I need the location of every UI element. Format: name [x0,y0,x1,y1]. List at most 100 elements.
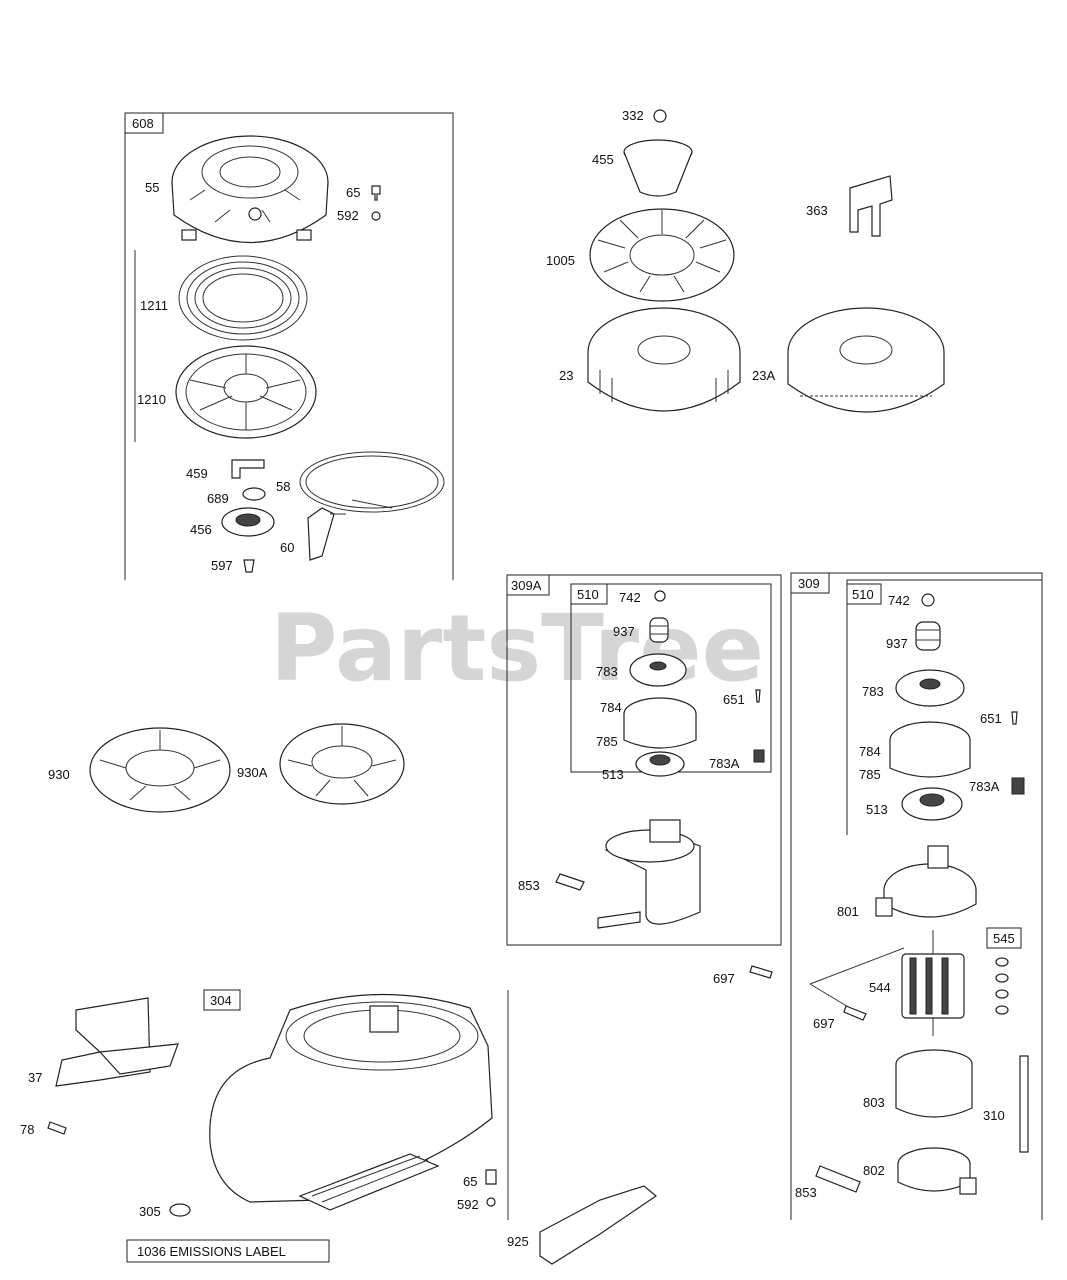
terminal-853-part[interactable] [555,873,585,891]
starter-motor-309A-part[interactable] [597,819,701,929]
group-608: 608 55 65 592 1211 [124,112,454,580]
drive-513-b-part[interactable] [901,787,963,821]
flywheel-23-part[interactable] [587,307,741,412]
callout-783: 783 [596,664,618,679]
callout-459: 459 [186,466,208,481]
callout-332: 332 [622,108,644,123]
callout-802: 802 [863,1163,885,1178]
nut-742-b-part[interactable] [921,593,935,607]
washer-592-b-part[interactable] [486,1197,496,1207]
baffle-37-part[interactable] [55,997,179,1087]
callout-651: 651 [723,692,745,707]
callout-785-b: 785 [859,767,881,782]
callout-60: 60 [280,540,294,555]
callout-455: 455 [592,152,614,167]
blower-housing-part[interactable] [209,993,493,1211]
callout-513-b: 513 [866,802,888,817]
housing-803-part[interactable] [895,1049,973,1118]
callout-513: 513 [602,767,624,782]
group-tag-510-a-label: 510 [577,587,599,602]
clip-783A-part[interactable] [753,749,765,763]
group-tag-608 [124,112,164,134]
callout-853: 853 [518,878,540,893]
bracket-363-part[interactable] [849,175,893,237]
pin-651-part[interactable] [755,689,761,703]
cap-784-part[interactable] [623,697,697,749]
guard-925-part[interactable] [539,1185,657,1265]
callout-23: 23 [559,368,573,383]
rewind-spring-part[interactable] [178,255,308,341]
callout-937-b: 937 [886,636,908,651]
rope-58-part[interactable] [299,451,445,513]
retainer-456-part[interactable] [221,507,275,537]
callout-783-b: 783 [862,684,884,699]
emissions-label-box [126,1239,330,1263]
bolt-65-b-part[interactable] [485,1169,497,1185]
cap-784-b-part[interactable] [889,721,971,778]
screen-930A-part[interactable] [279,723,405,805]
callout-937: 937 [613,624,635,639]
emissions-label-text: 1036 EMISSIONS LABEL [137,1244,286,1259]
starter-housing-part[interactable] [171,135,329,244]
callout-783A: 783A [709,756,740,771]
group-tag-309A-label: 309A [511,578,542,593]
callout-651-b: 651 [980,711,1002,726]
callout-544: 544 [869,980,891,995]
brush-kit-545-part[interactable] [995,957,1009,1015]
screw-597-part[interactable] [243,559,255,573]
callout-592: 592 [337,208,359,223]
through-bolt-310-part[interactable] [1019,1055,1029,1153]
group-309A: 309A 510 742 937 783 651 784 785 783A 51… [506,574,782,946]
callout-37: 37 [28,1070,42,1085]
screw-78-part[interactable] [47,1121,67,1135]
nut-332-part[interactable] [653,109,667,123]
watermark: PartsTree [270,595,764,702]
callout-853-b: 853 [795,1185,817,1200]
group-tag-510-b [846,583,882,605]
drive-513-part[interactable] [635,751,685,777]
group-tag-304-label: 304 [210,993,232,1008]
washer-689-part[interactable] [242,487,266,501]
bolt-697-a-part[interactable] [749,965,773,979]
callout-65-b: 65 [463,1174,477,1189]
spring-937-b-part[interactable] [915,621,941,651]
callout-592-b: 592 [457,1197,479,1212]
gear-783-b-part[interactable] [895,669,965,707]
screen-area: 930 930A [48,723,405,813]
group-309: 309 510 742 937 783 651 784 785 783A 513… [713,572,1043,1220]
callout-55: 55 [145,180,159,195]
armature-544-part[interactable] [901,930,965,1036]
starter-pulley-part[interactable] [175,345,317,439]
spring-937-part[interactable] [649,617,669,643]
group-tag-510-a [570,583,608,605]
callout-1211: 1211 [140,298,168,313]
washer-592-part[interactable] [371,211,381,221]
handle-60-part[interactable] [307,507,346,561]
pawl-459-part[interactable] [231,459,265,479]
pin-651-b-part[interactable] [1011,711,1018,725]
callout-65: 65 [346,185,360,200]
bolt-65-part[interactable] [371,185,381,201]
callout-23A: 23A [752,368,775,383]
cup-455-part[interactable] [623,139,693,197]
terminal-853-b-part[interactable] [815,1165,861,1193]
screw-305-part[interactable] [169,1203,191,1217]
nut-742-part[interactable] [654,590,666,602]
blower-area: 37 78 304 305 65 592 925 1036 EMISSIONS … [20,989,657,1265]
callout-930A: 930A [237,765,268,780]
end-cap-802-part[interactable] [897,1147,977,1195]
callout-801: 801 [837,904,859,919]
callout-456: 456 [190,522,212,537]
callout-784-b: 784 [859,744,881,759]
flywheel-23A-part[interactable] [787,307,945,413]
clip-783A-b-part[interactable] [1011,777,1025,795]
end-cap-801-part[interactable] [875,845,977,918]
group-tag-545-label: 545 [993,931,1015,946]
group-tag-304 [203,989,241,1011]
fan-1005-part[interactable] [589,208,735,302]
callout-742-b: 742 [888,593,910,608]
gear-783-part[interactable] [629,653,687,687]
screen-930-part[interactable] [89,727,231,813]
bolt-697-b-part[interactable] [843,1005,867,1021]
